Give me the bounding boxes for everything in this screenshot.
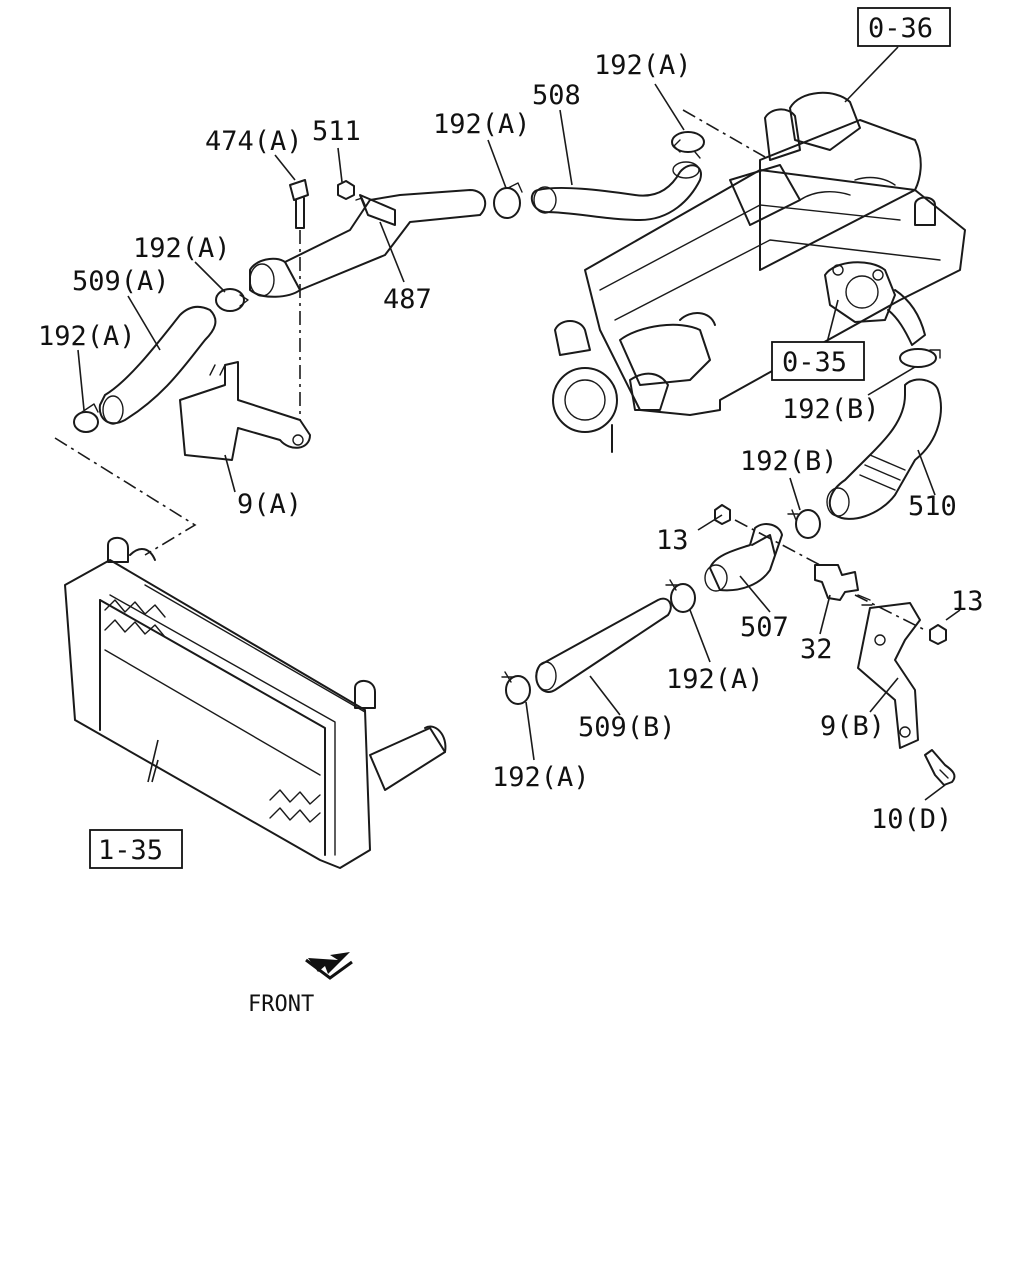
label-474a: 474(A): [205, 126, 303, 157]
label-192a-mid: 192(A): [433, 109, 531, 140]
label-192a-far: 192(A): [38, 321, 136, 352]
label-9a: 9(A): [237, 489, 302, 520]
label-192a-507: 192(A): [666, 664, 764, 695]
elbow-507: [709, 523, 783, 592]
bolt-474a: [289, 179, 309, 229]
label-192a-top: 192(A): [594, 50, 692, 81]
ref-label-0-35: 0-35: [782, 347, 847, 378]
label-192a-bottom: 192(A): [492, 762, 590, 793]
hose-509a: [98, 305, 217, 425]
grommet-32: [814, 564, 859, 601]
front-label: FRONT: [248, 992, 314, 1017]
label-511: 511: [312, 116, 361, 147]
label-507: 507: [740, 612, 789, 643]
pipe-487: [249, 189, 487, 298]
label-13-left: 13: [656, 525, 689, 556]
leader-lines: [77, 46, 961, 801]
nut-511: [337, 180, 355, 200]
bracket-9b: [857, 602, 921, 749]
bracket-9a: [179, 361, 311, 461]
label-509b: 509(B): [578, 712, 676, 743]
nut-13-left: [714, 504, 731, 525]
ref-box-0-36: [857, 7, 951, 47]
bolt-10d: [924, 749, 956, 786]
ref-label-1-35: 1-35: [98, 835, 163, 866]
label-192b-lower: 192(B): [740, 446, 838, 477]
ref-box-1-35: [89, 829, 183, 869]
nut-13-right: [929, 624, 947, 645]
hose-508: [530, 164, 702, 221]
label-192a-left: 192(A): [133, 233, 231, 264]
front-arrow-icon: [308, 952, 350, 974]
label-508: 508: [532, 80, 581, 111]
hose-510: [828, 378, 942, 520]
label-13-right: 13: [951, 586, 984, 617]
intercooler: [64, 536, 447, 869]
label-509a: 509(A): [72, 266, 170, 297]
label-192b-upper: 192(B): [782, 394, 880, 425]
clamps: [73, 131, 941, 705]
ref-box-0-35: [771, 341, 865, 381]
label-9b: 9(B): [820, 711, 885, 742]
ref-label-0-36: 0-36: [868, 13, 933, 44]
engine-block: [552, 91, 966, 453]
label-10d: 10(D): [871, 804, 952, 835]
label-32: 32: [800, 634, 833, 665]
label-487: 487: [383, 284, 432, 315]
label-510: 510: [908, 491, 957, 522]
